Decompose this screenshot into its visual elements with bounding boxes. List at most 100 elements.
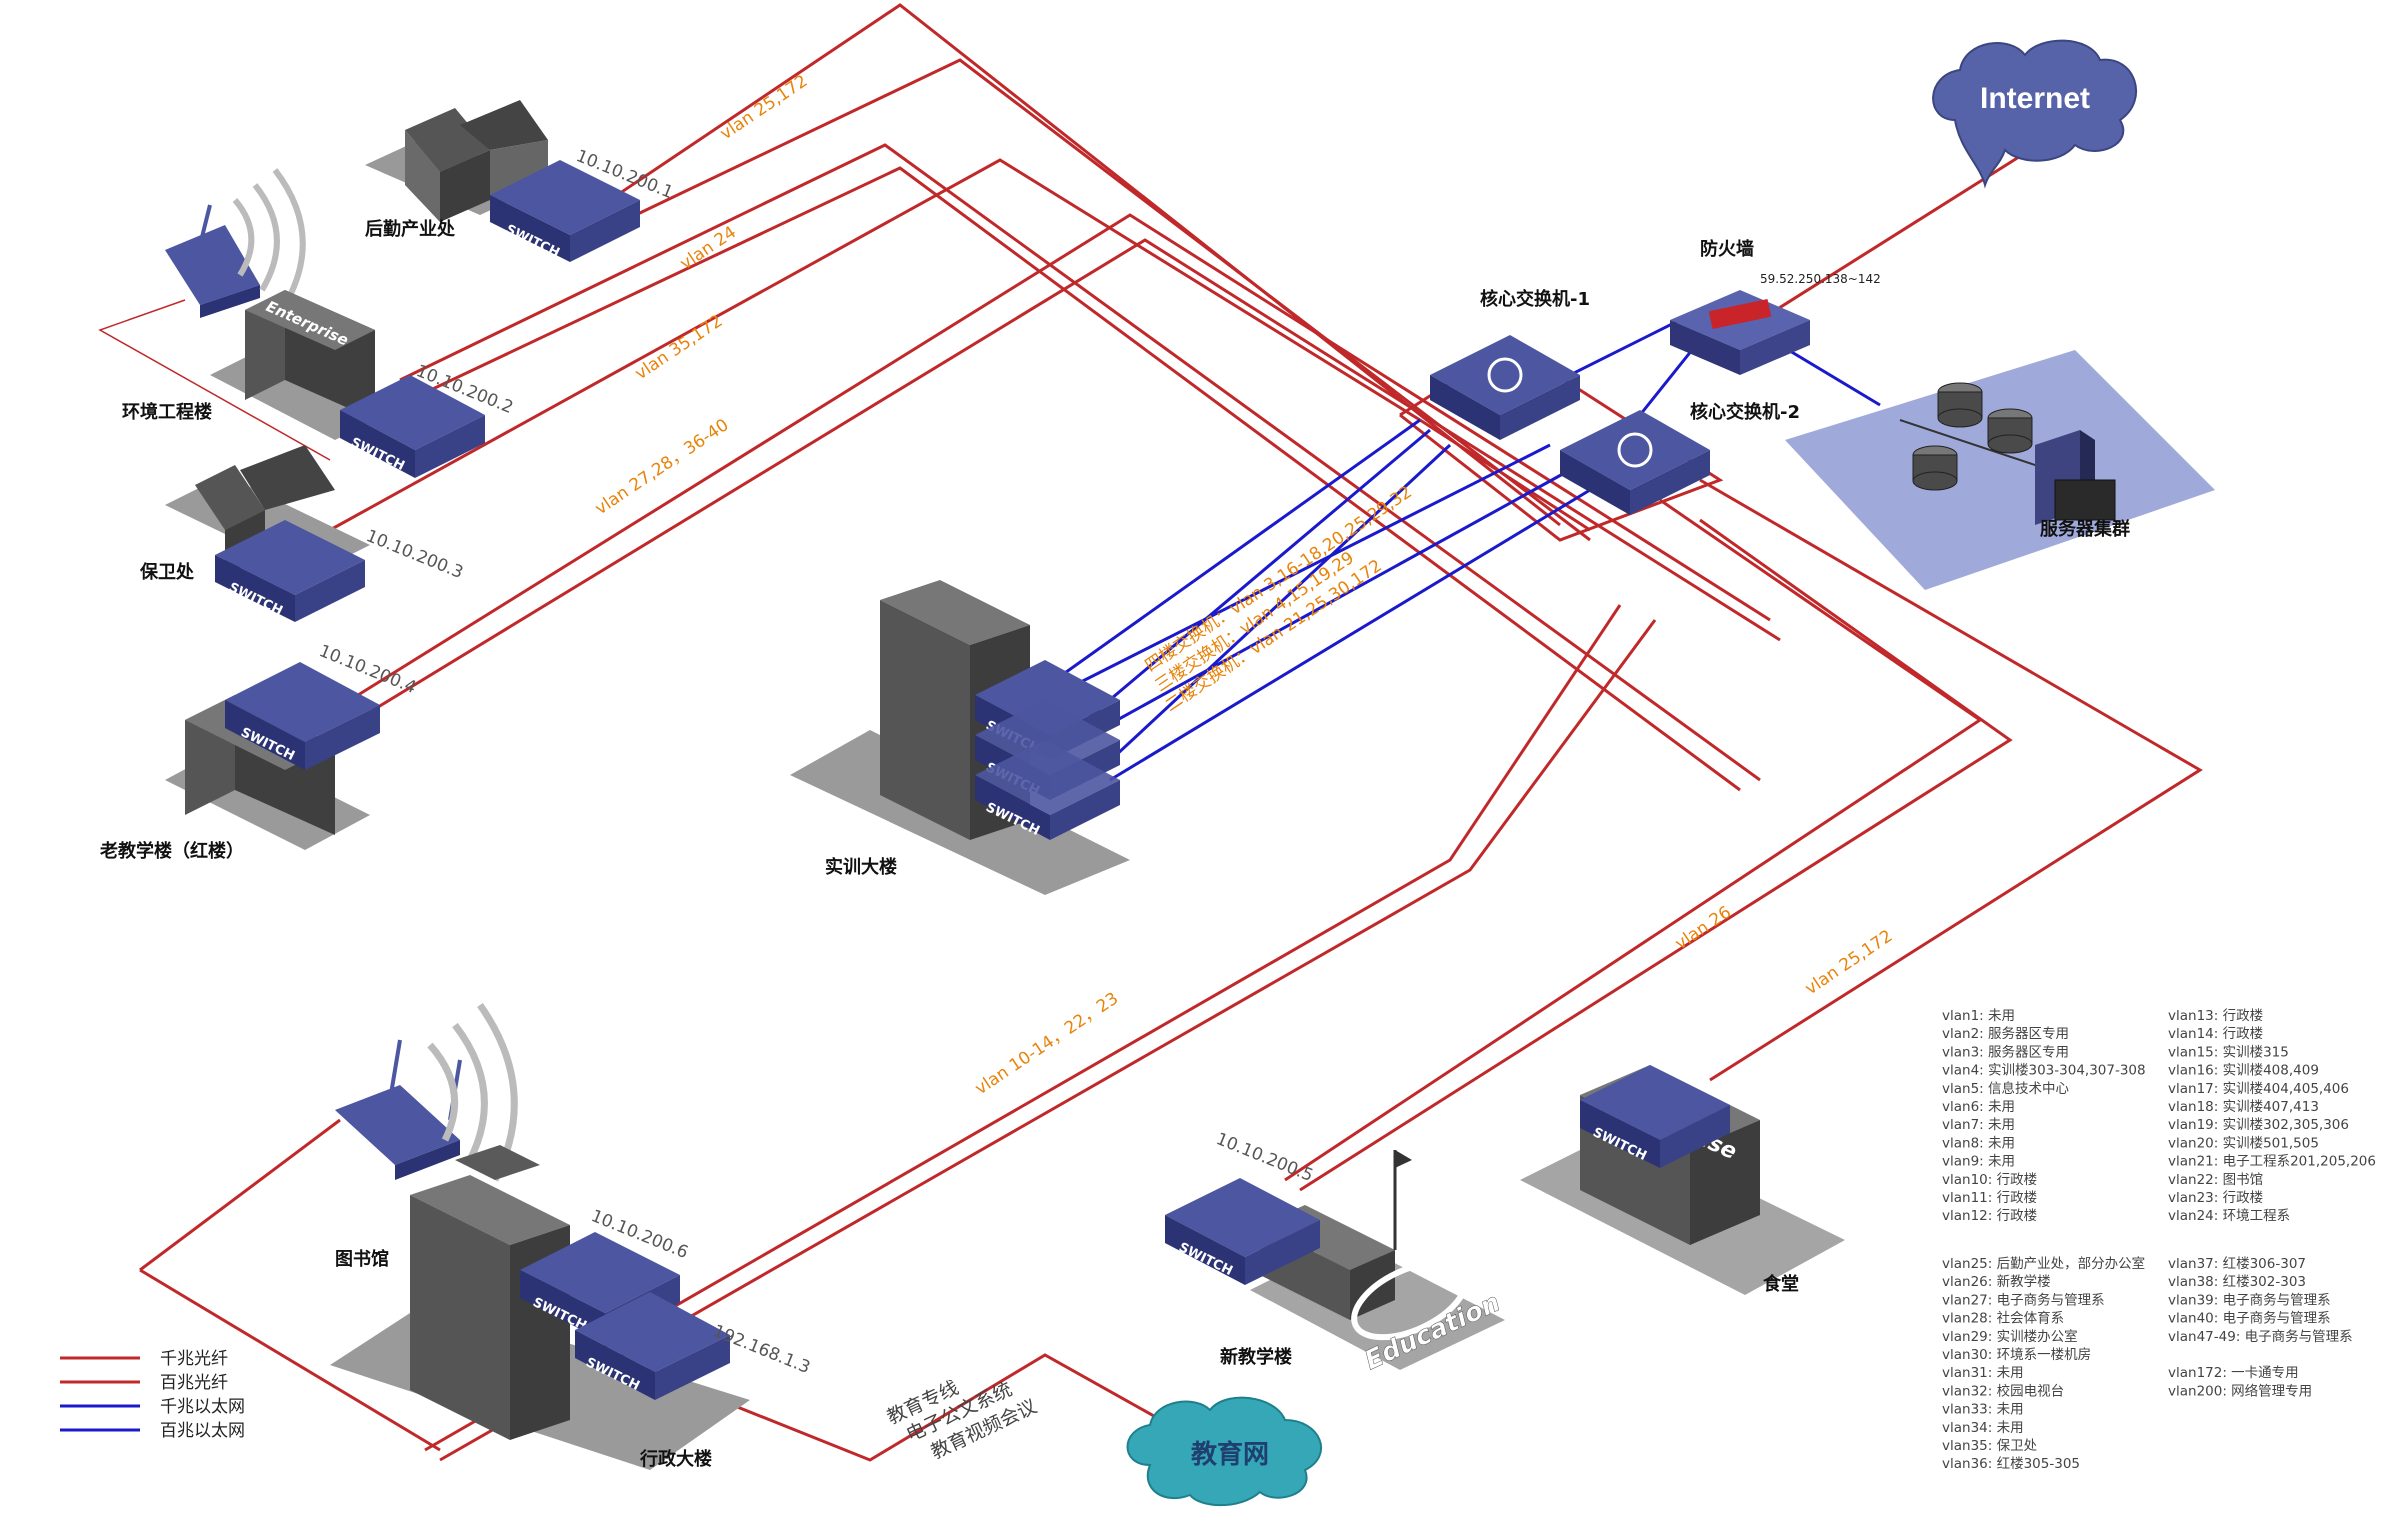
vlan-entry: vlan27: 电子商务与管理系 (1942, 1292, 2105, 1308)
vlan-entry: vlan5: 信息技术中心 (1942, 1080, 2069, 1097)
vlan-entry: vlan37: 红楼306-307 (2168, 1256, 2306, 1272)
link-old-teaching (349, 213, 1771, 702)
switch-new-teaching: SWITCH (1165, 1178, 1320, 1285)
legend-label: 百兆以太网 (160, 1421, 245, 1441)
legend: 千兆光纤 百兆光纤 千兆以太网 百兆以太网 (60, 1349, 245, 1441)
link-edu-net (619, 1353, 1171, 1462)
core-switch-1-label: 核心交换机-1 (1480, 288, 1590, 310)
link-admin-b (439, 619, 1657, 1462)
vlan-entry: vlan31: 未用 (1942, 1365, 2024, 1381)
cloud-icon (1932, 39, 2138, 189)
vlan-entry: vlan33: 未用 (1942, 1402, 2024, 1418)
link-env-b (419, 166, 1741, 792)
vlan-entry: vlan172: 一卡通专用 (2168, 1365, 2299, 1381)
eth-train-3a (1079, 428, 1431, 727)
training-site: SWITCH SWITCH SWITCH 实训大楼 (790, 580, 1130, 895)
old-teaching-site: SWITCH 老教学楼（红楼） 10.10.200.4 (100, 641, 419, 862)
vlan-entry: vlan38: 红楼302-303 (2168, 1274, 2306, 1290)
link-new-teaching-b (1299, 518, 2013, 1192)
core-switch-2-label: 核心交换机-2 (1690, 401, 1800, 423)
old-teaching-label: 老教学楼（红楼） (100, 840, 244, 862)
vlan-entry: vlan14: 行政楼 (2168, 1026, 2263, 1042)
link-env-router (98, 299, 331, 461)
server-area (1785, 350, 2215, 590)
legend-100m-fiber: 百兆光纤 (60, 1373, 228, 1393)
security-site: SWITCH 保卫处 10.10.200.3 (139, 445, 466, 622)
vlan-table: vlan1: 未用 vlan2: 服务器区专用 vlan3: 服务器区专用 vlan4… (1942, 1008, 2376, 1472)
edu-line-labels: 教育专线 电子公文系统 教育视频会议 (884, 1377, 1040, 1464)
ethernet-links (1054, 318, 1881, 782)
switch-security: SWITCH (215, 520, 365, 622)
switch-old-teaching: SWITCH (225, 662, 380, 770)
env-label: 环境工程楼 (122, 401, 212, 423)
vlan-entry: vlan29: 实训楼办公室 (1942, 1328, 2078, 1345)
vlan-entry: vlan1: 未用 (1942, 1008, 2015, 1024)
vlan-entry: vlan24: 环境工程系 (2168, 1208, 2290, 1224)
vlan-entry: vlan32: 校园电视台 (1942, 1382, 2064, 1399)
legend-100m-ethernet: 百兆以太网 (60, 1421, 245, 1441)
vlan-entry: vlan36: 红楼305-305 (1942, 1456, 2080, 1472)
wireless-router-icon (165, 168, 306, 318)
admin-label: 行政大楼 (639, 1448, 712, 1470)
internet-label: Internet (1980, 82, 2090, 115)
legend-label: 百兆光纤 (160, 1373, 228, 1393)
legend-gigabit-ethernet: 千兆以太网 (60, 1397, 245, 1417)
vlan-entry: vlan18: 实训楼407,413 (2168, 1099, 2319, 1115)
link-security (329, 158, 1591, 532)
vlan-entry: vlan8: 未用 (1942, 1135, 2015, 1151)
link-label-canteen: vlan 25,172 (1802, 926, 1897, 999)
vlan-entry: vlan200: 网络管理专用 (2168, 1383, 2312, 1399)
vlan-entry: vlan20: 实训楼501,505 (2168, 1135, 2319, 1151)
firewall-icon (1708, 298, 1772, 330)
building-icon: Enterprise (245, 290, 375, 420)
switch-stack-training: SWITCH SWITCH SWITCH (975, 660, 1120, 840)
server-cluster: 服务器集群 (1785, 350, 2215, 590)
security-ip: 10.10.200.3 (363, 526, 466, 583)
core-switch-1: 核心交换机-1 (1430, 288, 1590, 440)
vlan-entry: vlan25: 后勤产业处，部分办公室 (1942, 1255, 2145, 1272)
security-label: 保卫处 (139, 561, 195, 583)
canteen-site: ise SWITCH 食堂 (1520, 1065, 1845, 1295)
link-library (139, 1118, 341, 1272)
database-icon (1912, 382, 2033, 491)
env-site: Enterprise SWITCH 环境工程楼 10.10.200.2 (122, 168, 516, 478)
library-site: SWITCH SWITCH 图书馆 10.10.200.6 行政大楼 192.1… (330, 1002, 813, 1470)
vlan-entry: vlan6: 未用 (1942, 1099, 2015, 1115)
link-old-teaching-b (364, 238, 1781, 717)
vlan-entry: vlan39: 电子商务与管理系 (2168, 1292, 2331, 1308)
eth-train-4a (1054, 418, 1421, 682)
vlan-entry: vlan30: 环境系一楼机房 (1942, 1347, 2091, 1363)
vlan-entry: vlan3: 服务器区专用 (1942, 1044, 2069, 1060)
link-env (399, 143, 1761, 782)
internet-cloud: Internet (1932, 39, 2138, 189)
firewall-label: 防火墙 (1700, 238, 1754, 260)
vlan-entry: vlan34: 未用 (1942, 1420, 2024, 1436)
legend-label: 千兆以太网 (160, 1397, 245, 1417)
edu-net-label: 教育网 (1191, 1439, 1269, 1470)
vlan-entry: vlan22: 图书馆 (2168, 1172, 2263, 1188)
firewall-ip: 59.52.250.138~142 (1760, 272, 1881, 286)
vlan-entry: vlan35: 保卫处 (1942, 1438, 2038, 1454)
link-label-logistics: vlan 25,172 (717, 71, 812, 144)
vlan-entry: vlan9: 未用 (1942, 1154, 2015, 1170)
canteen-label: 食堂 (1762, 1273, 1799, 1295)
link-library-b (139, 1268, 441, 1452)
core-switch-2: 核心交换机-2 (1560, 401, 1800, 515)
new-teaching-ip: 10.10.200.5 (1213, 1129, 1316, 1186)
fiber-links (98, 3, 2203, 1462)
vlan-entry: vlan40: 电子商务与管理系 (2168, 1311, 2331, 1327)
vlan-entry: vlan2: 服务器区专用 (1942, 1026, 2069, 1042)
legend-label: 千兆光纤 (160, 1349, 228, 1369)
house-icon (405, 100, 548, 222)
new-teaching-label: 新教学楼 (1220, 1346, 1292, 1368)
eth-train-4b (1064, 443, 1551, 692)
vlan-entry: vlan15: 实训楼315 (2168, 1044, 2289, 1060)
router-icon (1487, 357, 1523, 393)
vlan-entry: vlan21: 电子工程系201,205,206 (2168, 1154, 2376, 1170)
eth-fw-server (1779, 343, 1881, 407)
logistics-site: SWITCH 后勤产业处 10.10.200.1 (365, 100, 676, 262)
vlan-entry: vlan11: 行政楼 (1942, 1190, 2037, 1206)
firewall: 防火墙 59.52.250.138~142 (1670, 238, 1881, 375)
vlan-entry: vlan47-49: 电子商务与管理系 (2168, 1329, 2353, 1345)
